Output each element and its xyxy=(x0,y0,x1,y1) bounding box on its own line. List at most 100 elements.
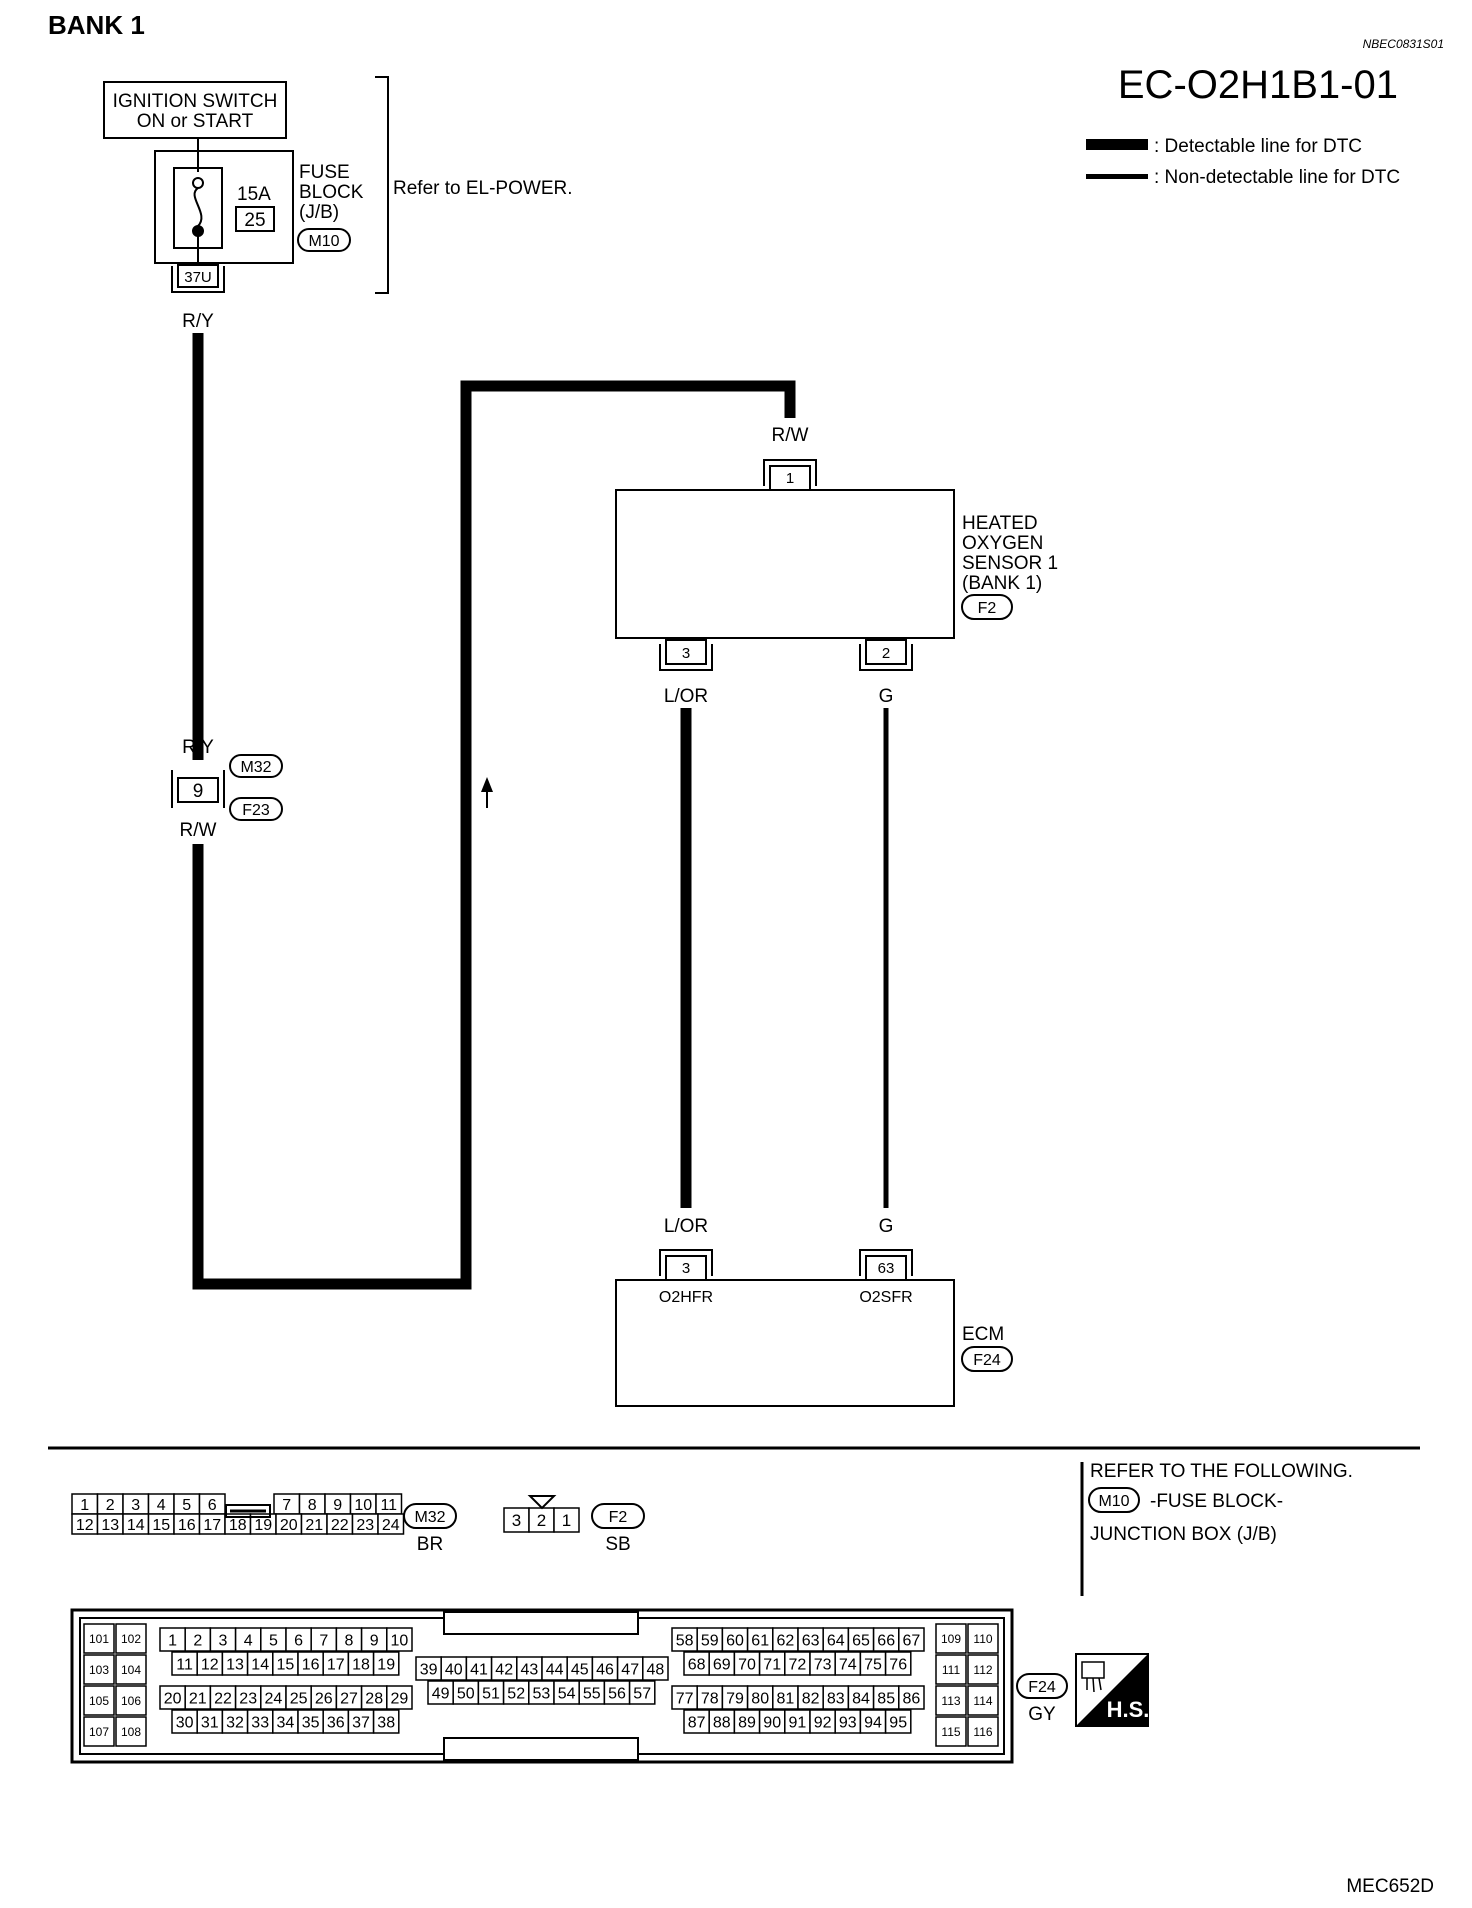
sensor-connector-badge xyxy=(961,594,1013,620)
f24-pin-108-cell xyxy=(115,1716,147,1747)
f24-pin-1: 1 xyxy=(168,1632,177,1649)
f24-pin-69: 69 xyxy=(713,1656,731,1673)
hs-badge-label: H.S. xyxy=(1107,1697,1150,1722)
f24-outer-frame xyxy=(70,1608,1014,1764)
current-flow-arrow-icon xyxy=(481,777,493,792)
diagram-id: EC-O2H1B1-01 xyxy=(1118,63,1398,107)
f24-pin-91: 91 xyxy=(789,1714,807,1731)
refer-heading: REFER TO THE FOLLOWING. xyxy=(1090,1461,1353,1482)
legend-thin-line-swatch xyxy=(1086,174,1148,179)
ecm-pin-63-number: 63 xyxy=(878,1260,895,1277)
m32-pin-2: 2 xyxy=(106,1497,115,1514)
refer-line-3: JUNCTION BOX (J/B) xyxy=(1090,1524,1277,1545)
f24-pin-40: 40 xyxy=(445,1661,463,1678)
f24-pin-29-cell xyxy=(386,1685,413,1710)
f24-pin-26: 26 xyxy=(315,1690,333,1707)
f24-pin-116-cell xyxy=(967,1716,999,1747)
f24-pin-49: 49 xyxy=(432,1685,450,1702)
f24-color: GY xyxy=(1028,1704,1056,1725)
m32-name-badge xyxy=(403,1503,457,1529)
f24-pin-81: 81 xyxy=(777,1690,795,1707)
sensor-label-3: SENSOR 1 xyxy=(962,553,1058,574)
m32-pin-16: 16 xyxy=(178,1517,196,1534)
f24-pin-43: 43 xyxy=(521,1661,539,1678)
f24-pin-109: 109 xyxy=(941,1632,961,1646)
m32-pin-24-cell xyxy=(377,1513,405,1535)
sensor-pin-2-bracket xyxy=(859,644,913,671)
f2-pin-1: 1 xyxy=(562,1511,571,1530)
f24-pin-48: 48 xyxy=(647,1661,665,1678)
f24-pin-102-cell xyxy=(115,1623,147,1654)
sensor-pin-2-number: 2 xyxy=(882,645,890,662)
f24-pin-79: 79 xyxy=(726,1690,744,1707)
fuse-amperage: 15A xyxy=(237,184,271,205)
joint-connector-badge-b xyxy=(229,797,283,821)
ecm-pin-3-number: 3 xyxy=(682,1260,690,1277)
f24-pin-18: 18 xyxy=(352,1656,370,1673)
f24-pin-73: 73 xyxy=(814,1656,832,1673)
f24-pin-82: 82 xyxy=(802,1690,820,1707)
m32-pin-22: 22 xyxy=(331,1517,349,1534)
f24-pin-107: 107 xyxy=(89,1725,109,1739)
m32-pin-20: 20 xyxy=(280,1517,298,1534)
f24-name: F24 xyxy=(1028,1679,1056,1696)
f24-pin-103: 103 xyxy=(89,1663,109,1677)
fuse-block-label-2: BLOCK xyxy=(299,182,364,203)
m32-pin-23: 23 xyxy=(356,1517,374,1534)
m32-pin-17: 17 xyxy=(203,1517,221,1534)
m32-pin-9: 9 xyxy=(333,1497,342,1514)
sensor-pin-1-bracket xyxy=(763,459,817,486)
f24-pin-41: 41 xyxy=(470,1661,488,1678)
f24-pin-50: 50 xyxy=(457,1685,475,1702)
f24-pin-89: 89 xyxy=(738,1714,756,1731)
refer-line-2: -FUSE BLOCK- xyxy=(1150,1491,1283,1512)
ecm-terminal-o2hfr: O2HFR xyxy=(659,1289,713,1306)
f24-pin-85: 85 xyxy=(877,1690,895,1707)
power-reference-bracket xyxy=(375,76,389,294)
f24-pin-93: 93 xyxy=(839,1714,857,1731)
m32-pin-7: 7 xyxy=(282,1497,291,1514)
f24-pin-106-cell xyxy=(115,1685,147,1716)
f24-pin-23: 23 xyxy=(239,1690,257,1707)
m32-pin-8: 8 xyxy=(308,1497,317,1514)
legend-thick-line-swatch xyxy=(1086,139,1148,150)
joint-connector-name-a: M32 xyxy=(240,759,271,776)
ecm-box xyxy=(615,1279,955,1407)
f24-pin-24: 24 xyxy=(265,1690,283,1707)
m32-pin-5: 5 xyxy=(182,1497,191,1514)
f24-pin-111-cell xyxy=(935,1654,967,1685)
f24-pin-67: 67 xyxy=(903,1632,921,1649)
f24-pin-27: 27 xyxy=(340,1690,358,1707)
ignition-switch-label-2: ON or START xyxy=(137,111,254,132)
ignition-switch-label-1: IGNITION SWITCH xyxy=(113,91,278,112)
f24-pin-109-cell xyxy=(935,1623,967,1654)
f2-color: SB xyxy=(605,1534,630,1555)
m32-pin-10: 10 xyxy=(354,1497,372,1514)
f24-pin-67-cell xyxy=(898,1627,925,1652)
f24-pin-53: 53 xyxy=(533,1685,551,1702)
f24-pin-21: 21 xyxy=(189,1690,207,1707)
m32-pin-15: 15 xyxy=(152,1517,170,1534)
wire-color-fuse-output: R/Y xyxy=(182,311,214,332)
f24-pin-64: 64 xyxy=(827,1632,845,1649)
sensor-pin-1-box xyxy=(769,465,811,491)
f24-pin-110-cell xyxy=(967,1623,999,1654)
m32-pin-14: 14 xyxy=(127,1517,145,1534)
f24-pin-10-cell xyxy=(386,1627,413,1652)
f24-pin-14: 14 xyxy=(251,1656,269,1673)
f24-pin-55: 55 xyxy=(583,1685,601,1702)
ecm-connector-name: F24 xyxy=(973,1352,1001,1369)
f24-pin-68: 68 xyxy=(688,1656,706,1673)
f24-pin-78: 78 xyxy=(701,1690,719,1707)
f24-pin-94: 94 xyxy=(864,1714,882,1731)
sensor-pin-3-box xyxy=(665,639,707,665)
f24-pin-33: 33 xyxy=(251,1714,269,1731)
f24-pin-5: 5 xyxy=(269,1632,278,1649)
f24-pin-101-cell xyxy=(83,1623,115,1654)
f24-pin-61: 61 xyxy=(751,1632,769,1649)
f24-pin-62: 62 xyxy=(777,1632,795,1649)
f24-pin-114-cell xyxy=(967,1685,999,1716)
f24-pin-63: 63 xyxy=(802,1632,820,1649)
